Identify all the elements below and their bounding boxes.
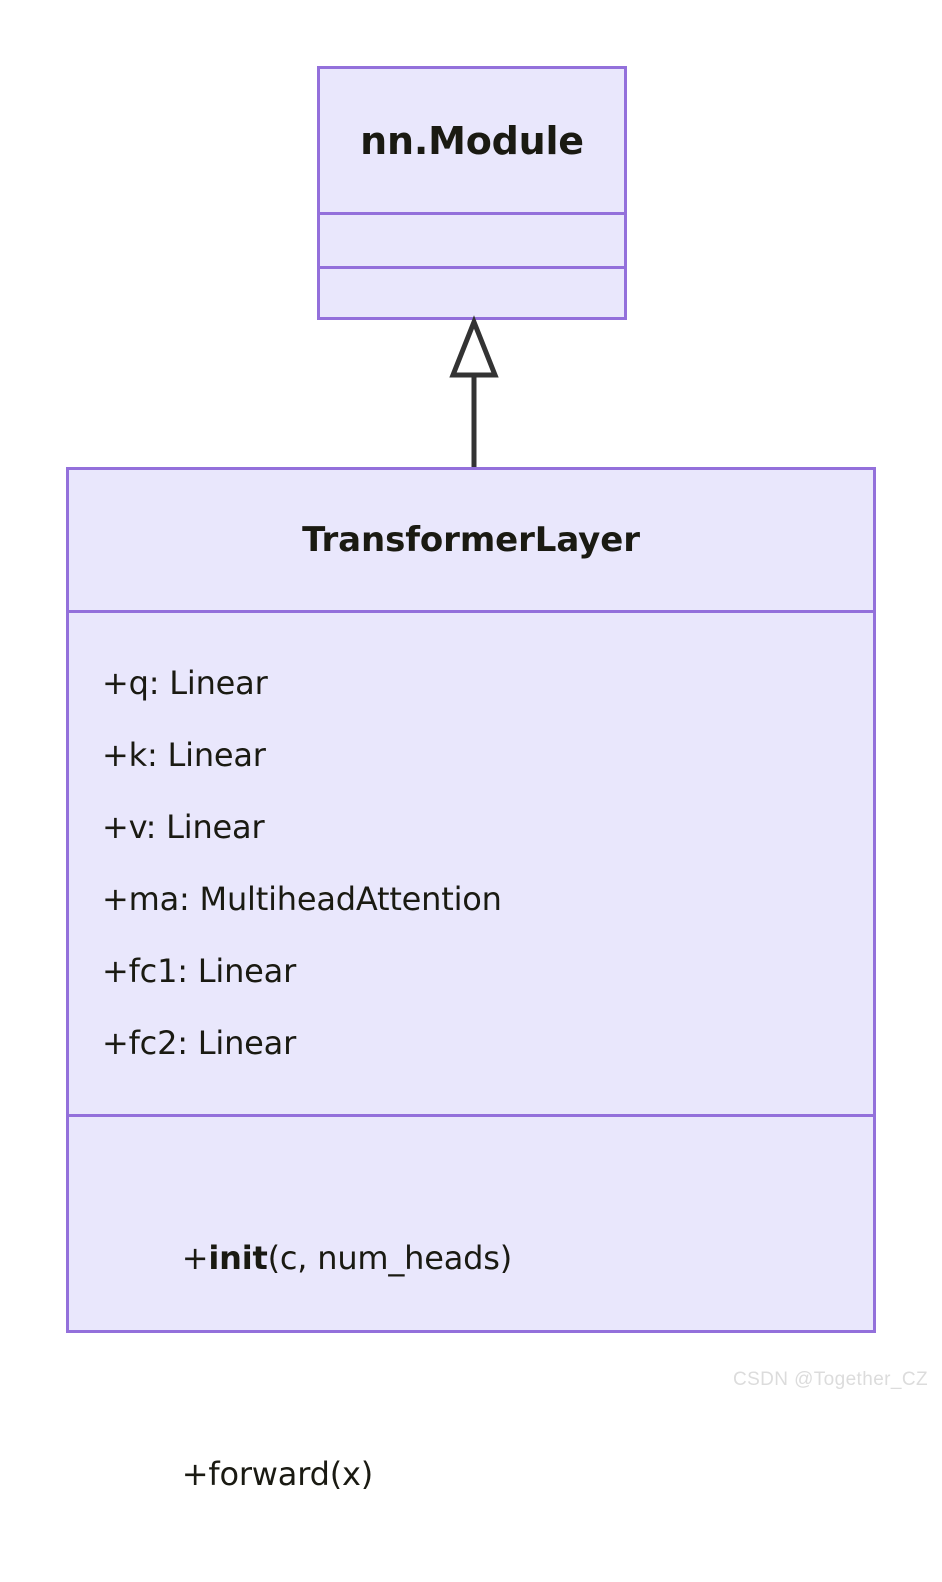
method-visibility: + bbox=[181, 1239, 209, 1277]
generalization-arrow-transformerlayer-to-nnmodule bbox=[430, 315, 520, 475]
class-methods-nn-module bbox=[320, 265, 624, 317]
attribute-row: +k: Linear bbox=[102, 735, 266, 774]
class-attributes-nn-module bbox=[320, 212, 624, 265]
method-visibility: + bbox=[181, 1455, 209, 1493]
class-methods-transformerlayer: +init(c, num_heads) +forward(x) bbox=[69, 1114, 873, 1493]
attribute-row: +fc2: Linear bbox=[102, 1023, 297, 1062]
attribute-row: +ma: MultiheadAttention bbox=[102, 879, 502, 918]
attribute-row: +q: Linear bbox=[102, 663, 268, 702]
method-row: +forward(x) bbox=[102, 1366, 873, 1582]
class-attributes-transformerlayer: +q: Linear +k: Linear +v: Linear +ma: Mu… bbox=[69, 609, 873, 1114]
generalization-arrow-icon bbox=[449, 315, 499, 472]
class-name-nn-module: nn.Module bbox=[360, 118, 584, 163]
hollow-triangle-head bbox=[449, 315, 499, 378]
class-box-transformerlayer[interactable]: TransformerLayer +q: Linear +k: Linear +… bbox=[66, 467, 876, 1493]
watermark-text: CSDN @Together_CZ bbox=[732, 1369, 928, 1390]
method-row: +init(c, num_heads) bbox=[102, 1150, 873, 1366]
attribute-row: +v: Linear bbox=[102, 807, 265, 846]
attribute-row: +fc1: Linear bbox=[102, 951, 297, 990]
method-name-bold: init bbox=[208, 1239, 268, 1277]
method-signature: (c, num_heads) bbox=[267, 1239, 513, 1277]
class-name-transformerlayer: TransformerLayer bbox=[302, 519, 640, 560]
method-signature: forward(x) bbox=[208, 1455, 374, 1493]
uml-class-diagram-canvas: nn.Module TransformerLayer +q: Linear +k… bbox=[66, 66, 928, 1493]
class-box-nn-module[interactable]: nn.Module bbox=[317, 66, 627, 320]
